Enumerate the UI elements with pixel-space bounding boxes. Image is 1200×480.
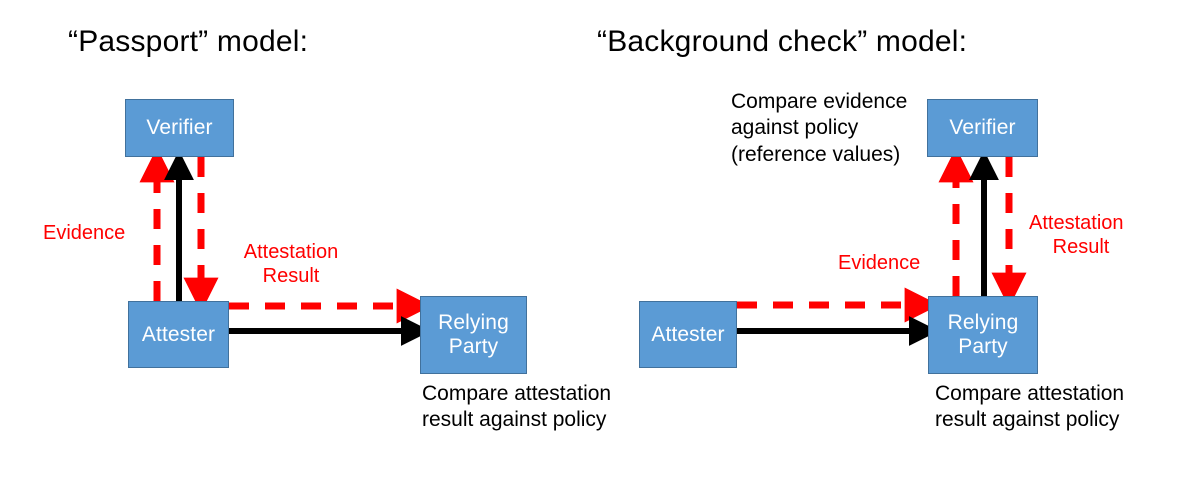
right-edge-label-attestation-result-line1: Attestation (1029, 212, 1124, 234)
left-node-relying-party-label-line1: Relying (438, 311, 509, 335)
left-node-relying-party[interactable]: Relying Party (420, 296, 527, 374)
right-model-title: “Background check” model: (597, 25, 968, 58)
right-verifier-note: Compare evidence against policy (referen… (731, 89, 907, 168)
right-verifier-note-line1: Compare evidence (731, 90, 908, 113)
left-edge-label-attestation-result-line2: Result (262, 265, 320, 287)
left-edge-label-attestation-result-line1: Attestation (243, 241, 339, 263)
right-edge-label-evidence: Evidence (838, 252, 921, 274)
right-relying-party-note: Compare attestation result against polic… (935, 381, 1124, 434)
left-node-attester-label: Attester (141, 322, 216, 346)
left-relying-party-note-line2: result against policy (422, 408, 607, 432)
left-node-verifier-label: Verifier (146, 116, 213, 140)
left-node-verifier[interactable]: Verifier (125, 99, 234, 157)
right-edge-label-attestation-result: Attestation Result (1029, 211, 1155, 259)
left-relying-party-note: Compare attestation result against polic… (422, 381, 611, 434)
left-node-attester[interactable]: Attester (128, 301, 229, 368)
right-node-verifier[interactable]: Verifier (927, 99, 1038, 157)
right-node-relying-party[interactable]: Relying Party (928, 296, 1038, 374)
left-edge-label-evidence: Evidence (43, 222, 126, 244)
right-relying-party-note-line1: Compare attestation (935, 382, 1125, 405)
right-edge-label-attestation-result-line2: Result (1052, 236, 1110, 258)
right-node-attester[interactable]: Attester (639, 301, 737, 368)
right-verifier-note-line2: against policy (731, 116, 859, 140)
left-node-relying-party-label-line2: Party (448, 335, 499, 358)
right-node-verifier-label: Verifier (949, 116, 1016, 140)
right-verifier-note-line3: (reference values) (731, 142, 901, 166)
right-node-attester-label: Attester (651, 322, 725, 346)
right-node-relying-party-label-line2: Party (958, 335, 1008, 358)
left-relying-party-note-line1: Compare attestation (422, 382, 612, 405)
right-relying-party-note-line2: result against policy (935, 408, 1120, 432)
left-edge-label-attestation-result: Attestation Result (228, 240, 354, 288)
right-node-relying-party-label-line1: Relying (947, 311, 1019, 335)
left-model-title: “Passport” model: (68, 25, 309, 58)
